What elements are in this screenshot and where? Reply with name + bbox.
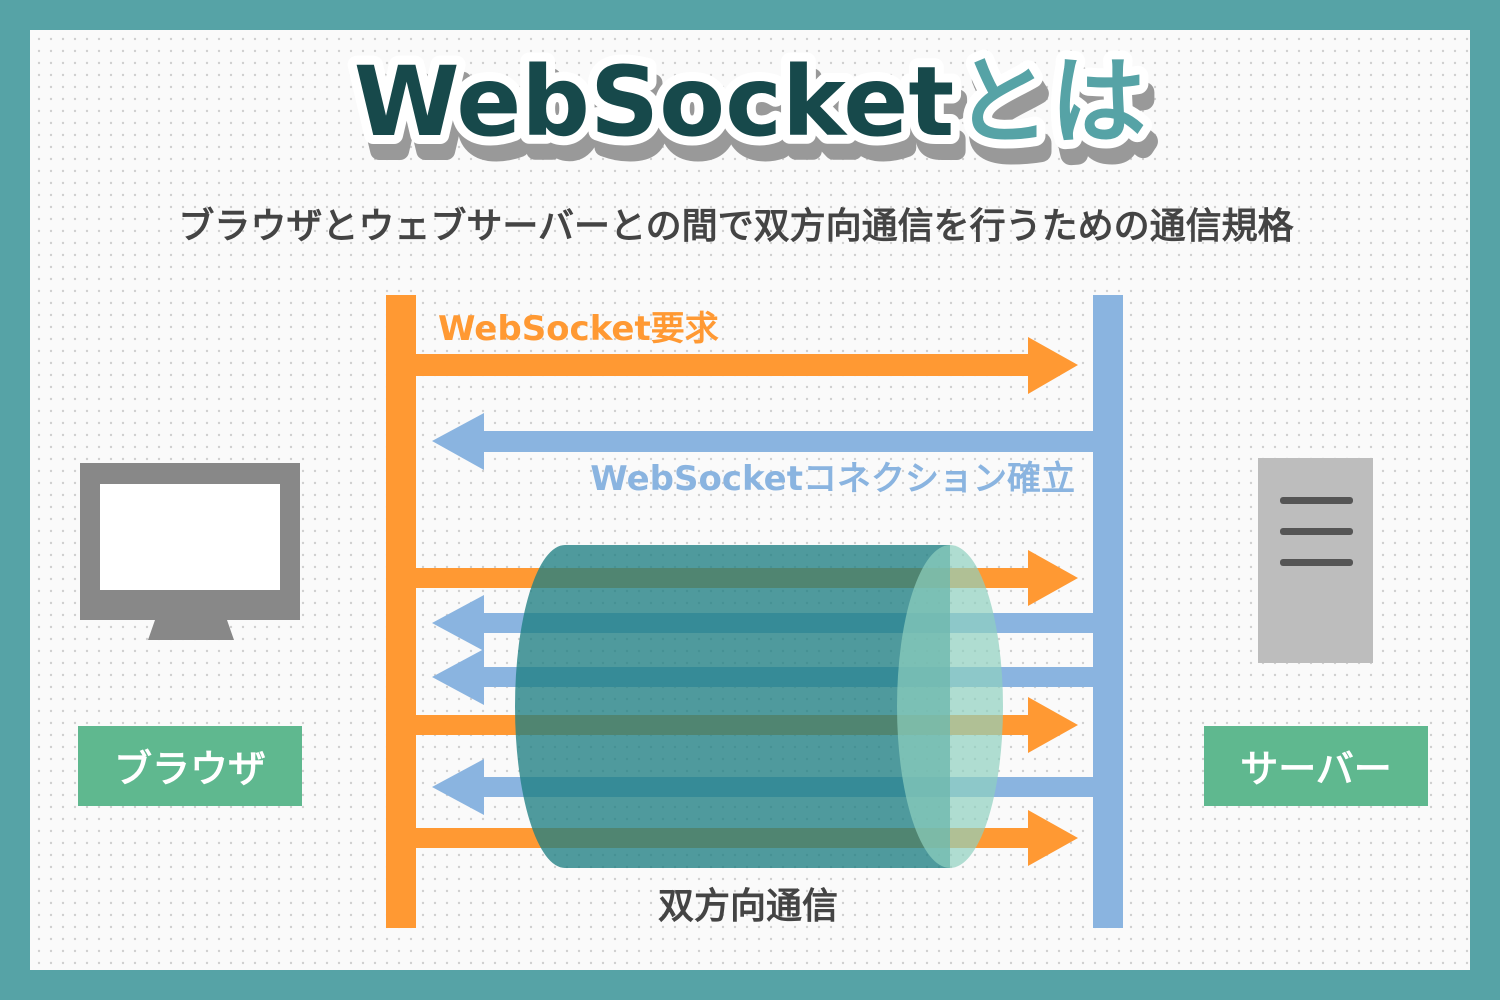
websocket-tube (515, 545, 1003, 868)
svg-text:WebSocketとは: WebSocketとは (354, 46, 1147, 158)
page-title: WebSocketとは WebSocketとは WebSocketとは (345, 37, 1162, 183)
request-arrow (416, 337, 1078, 394)
browser-label: ブラウザ (114, 747, 266, 791)
server-lifeline (1093, 295, 1123, 928)
server-label-box (1204, 726, 1428, 806)
request-label: WebSocket要求 (438, 309, 719, 349)
server-icon (1258, 458, 1373, 663)
browser-label-box (78, 726, 302, 806)
connection-arrow (432, 413, 1093, 470)
server-label: サーバー (1240, 747, 1392, 791)
bidirectional-label: 双方向通信 (658, 886, 838, 927)
connection-label: WebSocketコネクション確立 (590, 459, 1075, 499)
svg-text:WebSocketとは: WebSocketとは (354, 46, 1147, 158)
subtitle: ブラウザとウェブサーバーとの間で双方向通信を行うための通信規格 (178, 205, 1294, 247)
svg-text:WebSocketとは: WebSocketとは (360, 62, 1153, 174)
browser-monitor-icon (80, 463, 300, 640)
browser-lifeline (386, 295, 416, 928)
